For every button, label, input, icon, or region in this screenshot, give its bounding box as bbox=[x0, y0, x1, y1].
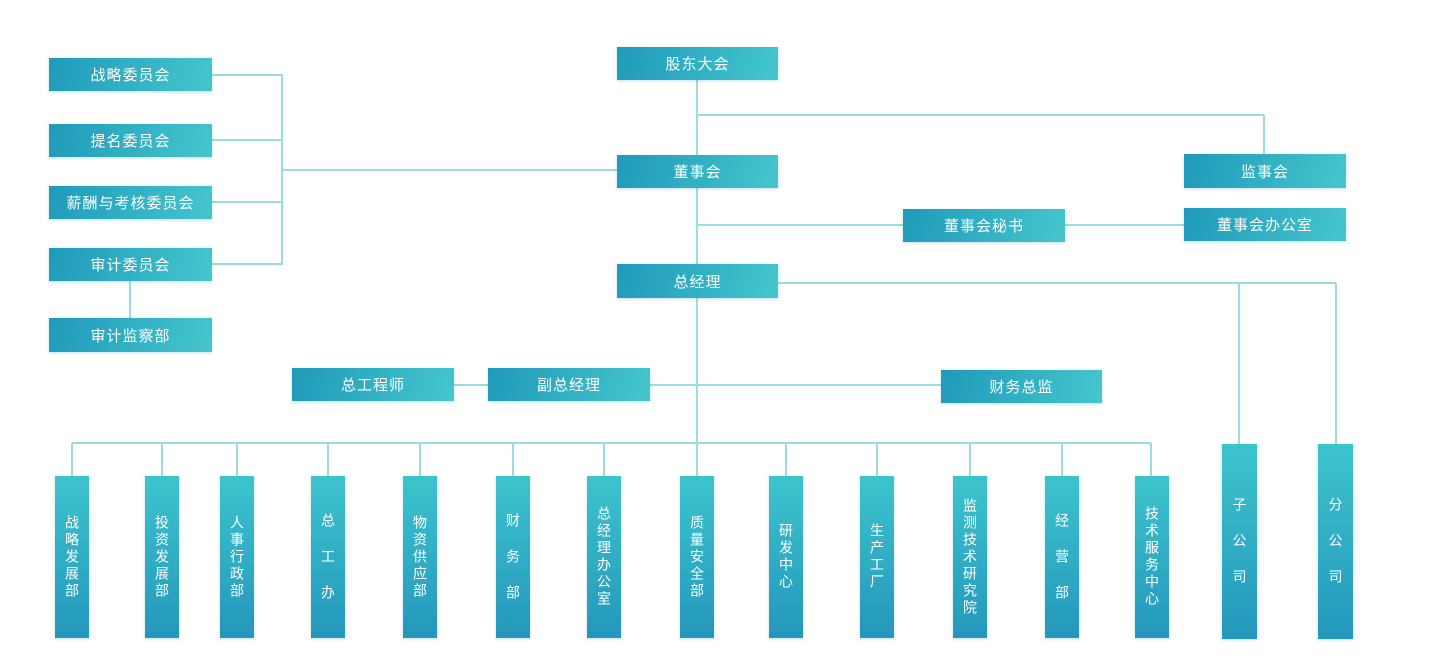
dept-label: 总 工 办 bbox=[320, 512, 336, 602]
dept-label: 财 务 部 bbox=[505, 512, 521, 602]
node-chief-engineer-office[interactable]: 总 工 办 bbox=[311, 476, 345, 638]
dept-label: 投资发展部 bbox=[154, 514, 170, 600]
dept-label: 人事行政部 bbox=[229, 514, 245, 600]
node-label: 财务总监 bbox=[989, 379, 1054, 396]
node-material-supply-dept[interactable]: 物资供应部 bbox=[403, 476, 437, 638]
node-label: 战略委员会 bbox=[90, 67, 171, 84]
node-label: 薪酬与考核委员会 bbox=[66, 195, 195, 212]
node-production-factory[interactable]: 生产工厂 bbox=[860, 476, 894, 638]
node-finance-dept[interactable]: 财 务 部 bbox=[496, 476, 530, 638]
node-audit-supervision-dept[interactable]: 审计监察部 bbox=[49, 318, 212, 352]
node-deputy-general-manager[interactable]: 副总经理 bbox=[488, 368, 650, 401]
node-chief-engineer[interactable]: 总工程师 bbox=[292, 368, 454, 401]
node-supervisory-board[interactable]: 监事会 bbox=[1184, 154, 1346, 188]
node-finance-director[interactable]: 财务总监 bbox=[941, 370, 1102, 403]
node-label: 审计监察部 bbox=[90, 327, 171, 345]
dept-label: 研发中心 bbox=[778, 523, 794, 591]
node-label: 监事会 bbox=[1240, 163, 1289, 181]
node-label: 总经理 bbox=[673, 273, 722, 291]
node-subsidiary-company[interactable]: 子 公 司 bbox=[1222, 444, 1257, 639]
node-label: 审计委员会 bbox=[90, 257, 171, 274]
node-label: 总工程师 bbox=[340, 377, 405, 394]
dept-label: 分 公 司 bbox=[1327, 497, 1344, 586]
node-nomination-committee[interactable]: 提名委员会 bbox=[49, 124, 212, 157]
dept-label: 总经理办公室 bbox=[596, 506, 612, 608]
dept-label: 物资供应部 bbox=[412, 514, 428, 600]
node-remuneration-committee[interactable]: 薪酬与考核委员会 bbox=[49, 186, 212, 219]
node-label: 股东大会 bbox=[665, 56, 730, 73]
node-business-dept[interactable]: 经 营 部 bbox=[1045, 476, 1079, 638]
node-board-of-directors[interactable]: 董事会 bbox=[617, 155, 778, 188]
dept-label: 生产工厂 bbox=[869, 523, 885, 591]
node-rd-center[interactable]: 研发中心 bbox=[769, 476, 803, 638]
node-board-office[interactable]: 董事会办公室 bbox=[1184, 208, 1346, 241]
node-quality-safety-dept[interactable]: 质量安全部 bbox=[680, 476, 714, 638]
node-label: 副总经理 bbox=[536, 377, 601, 394]
node-label: 董事会 bbox=[673, 164, 722, 181]
node-branch-company[interactable]: 分 公 司 bbox=[1318, 444, 1353, 639]
node-board-secretary[interactable]: 董事会秘书 bbox=[903, 209, 1065, 242]
node-tech-service-center[interactable]: 技术服务中心 bbox=[1135, 476, 1169, 638]
node-general-manager[interactable]: 总经理 bbox=[617, 264, 778, 298]
node-audit-committee[interactable]: 审计委员会 bbox=[49, 248, 212, 281]
node-shareholders-meeting[interactable]: 股东大会 bbox=[617, 47, 778, 80]
node-monitoring-tech-institute[interactable]: 监测技术研究院 bbox=[953, 476, 987, 638]
node-label: 提名委员会 bbox=[90, 133, 171, 150]
dept-label: 经 营 部 bbox=[1054, 512, 1070, 602]
dept-label: 战略发展部 bbox=[64, 514, 80, 600]
node-strategy-committee[interactable]: 战略委员会 bbox=[49, 58, 212, 91]
node-hr-admin-dept[interactable]: 人事行政部 bbox=[220, 476, 254, 638]
node-investment-development-dept[interactable]: 投资发展部 bbox=[145, 476, 179, 638]
node-gm-office[interactable]: 总经理办公室 bbox=[587, 476, 621, 638]
node-label: 董事会秘书 bbox=[943, 218, 1024, 235]
dept-label: 质量安全部 bbox=[689, 514, 705, 600]
node-label: 董事会办公室 bbox=[1216, 217, 1313, 234]
dept-label: 子 公 司 bbox=[1231, 497, 1248, 586]
node-strategy-development-dept[interactable]: 战略发展部 bbox=[55, 476, 89, 638]
dept-label: 监测技术研究院 bbox=[962, 497, 978, 617]
dept-label: 技术服务中心 bbox=[1144, 506, 1160, 608]
